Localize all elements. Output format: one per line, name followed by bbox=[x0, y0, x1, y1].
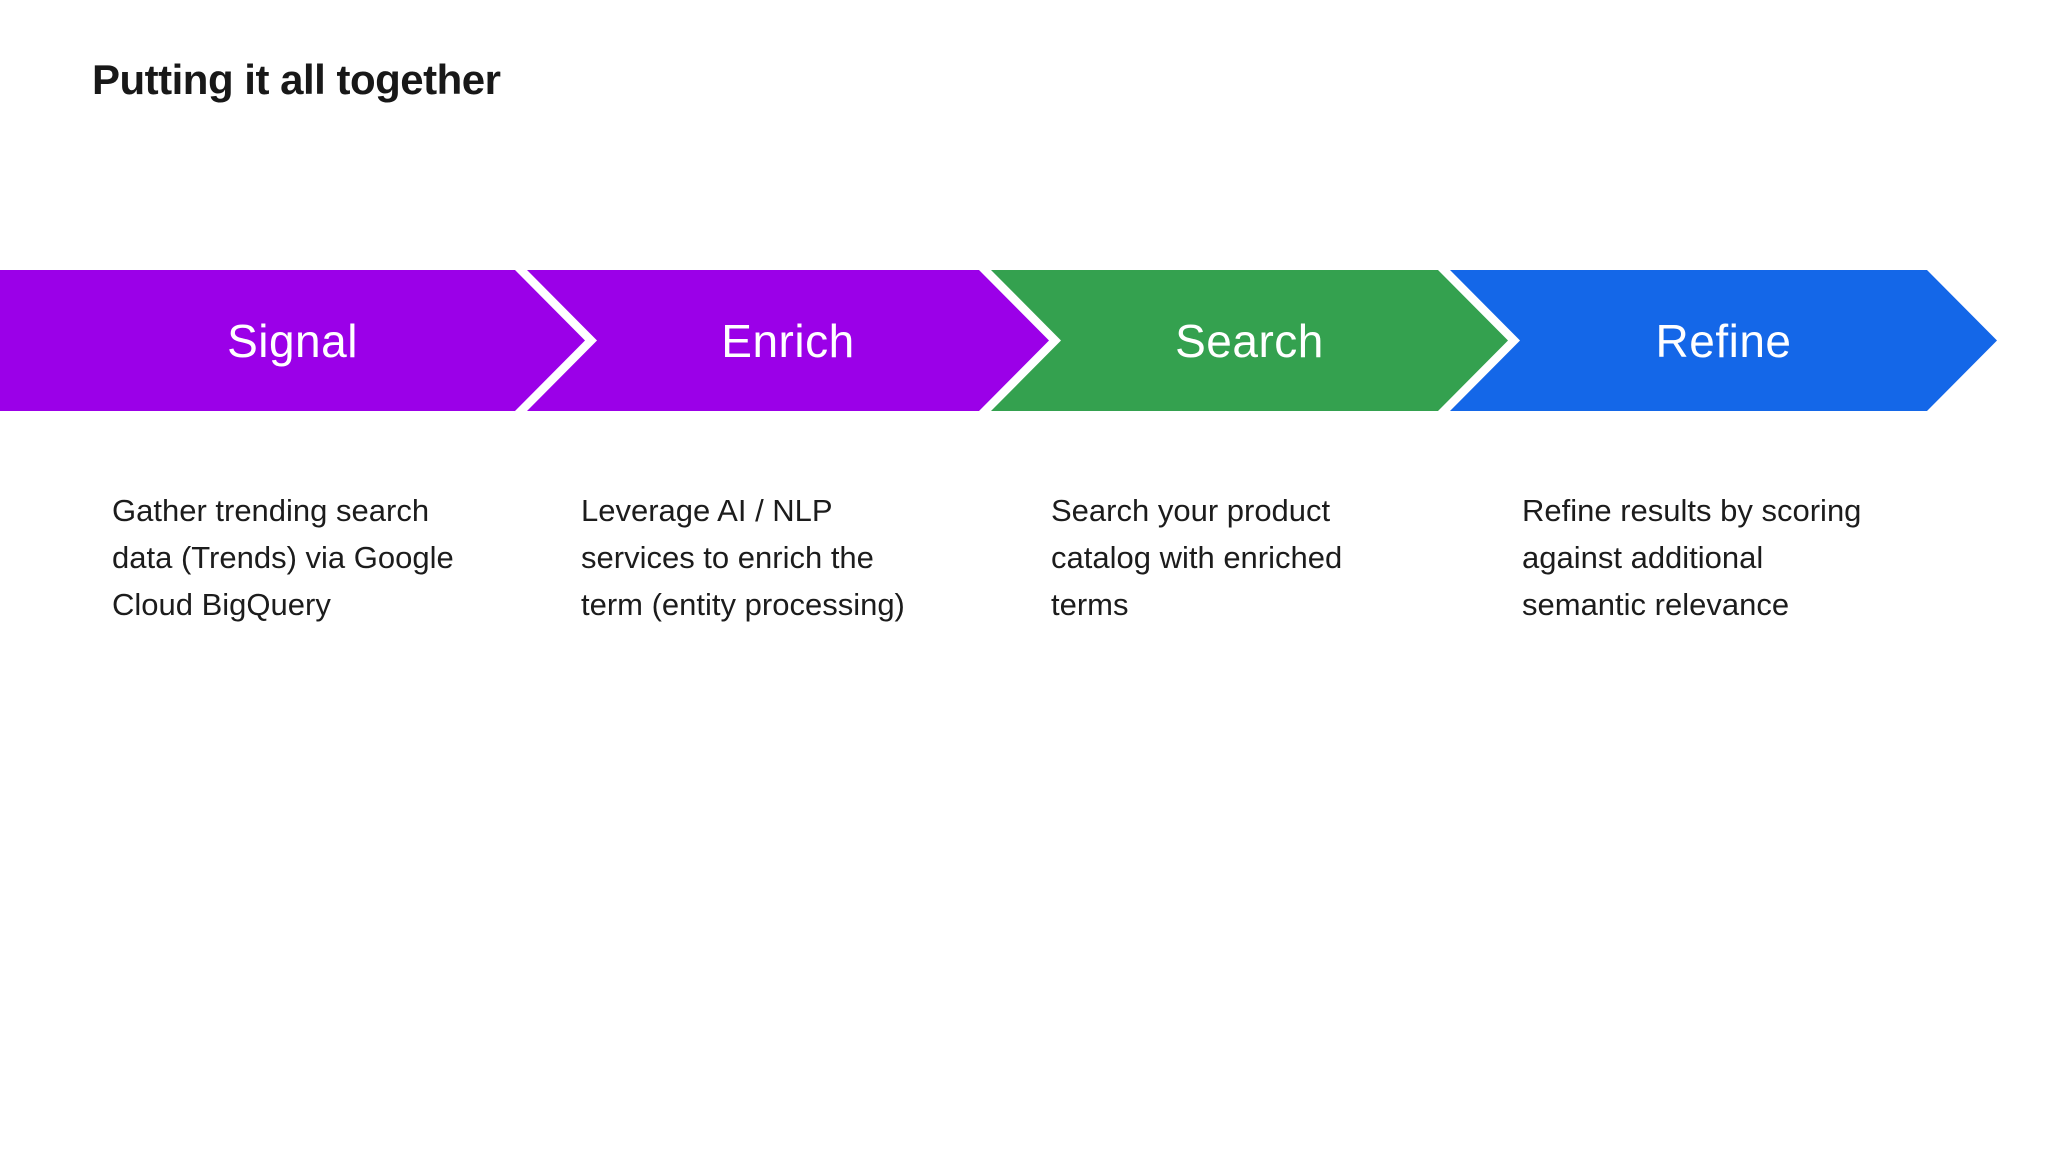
process-step-enrich-label: Enrich bbox=[721, 314, 855, 367]
description-line: Refine results by scoring bbox=[1522, 493, 1862, 528]
process-step-refine-chevron: Refine bbox=[1450, 270, 1997, 411]
description-line: term (entity processing) bbox=[581, 587, 905, 622]
process-step-search-chevron: Search bbox=[991, 270, 1508, 411]
description-line: against additional bbox=[1522, 540, 1764, 575]
description-line: services to enrich the bbox=[581, 540, 874, 575]
step-description-enrich: Leverage AI / NLP services to enrich the… bbox=[581, 487, 905, 628]
description-line: Search your product bbox=[1051, 493, 1331, 528]
step-description-signal: Gather trending search data (Trends) via… bbox=[112, 487, 454, 628]
process-step-search-label: Search bbox=[1175, 314, 1324, 367]
process-step-enrich-chevron: Enrich bbox=[527, 270, 1049, 411]
description-line: semantic relevance bbox=[1522, 587, 1790, 622]
step-description-search: Search your product catalog with enriche… bbox=[1051, 487, 1342, 628]
step-description-refine: Refine results by scoring against additi… bbox=[1522, 487, 1861, 628]
description-line: catalog with enriched bbox=[1051, 540, 1343, 575]
slide-title: Putting it all together bbox=[92, 56, 501, 103]
process-step-signal-chevron: Signal bbox=[0, 270, 585, 411]
description-line: Leverage AI / NLP bbox=[581, 493, 833, 528]
description-line: Gather trending search bbox=[112, 493, 430, 528]
description-line: terms bbox=[1051, 587, 1129, 622]
process-step-refine-label: Refine bbox=[1655, 314, 1792, 367]
process-step-signal-label: Signal bbox=[227, 314, 358, 367]
description-line: Cloud BigQuery bbox=[112, 587, 331, 622]
description-line: data (Trends) via Google bbox=[112, 540, 454, 575]
